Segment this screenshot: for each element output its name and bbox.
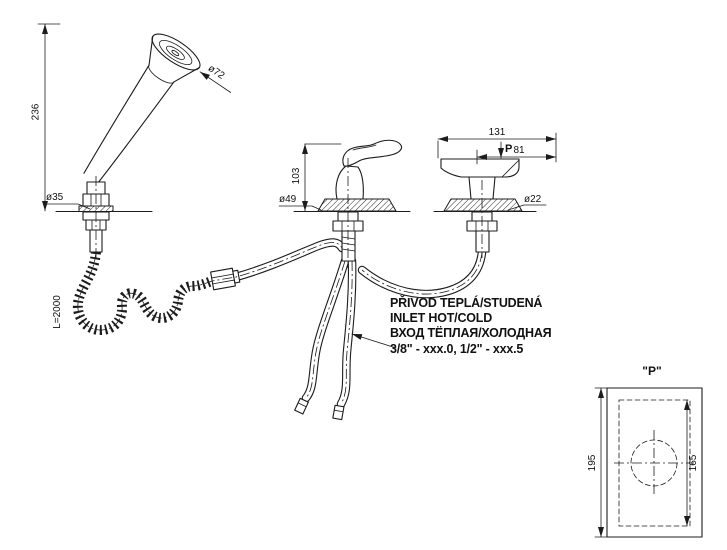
dim-spout-base-diameter: ø22: [507, 194, 547, 211]
spout-base-diameter-label: ø22: [524, 194, 542, 205]
inlet-note-line4: 3/8" - xxx.0, 1/2" - xxx.5: [390, 342, 523, 356]
p-view: "P" 195 165: [587, 364, 703, 538]
dim-shower-height: 236: [31, 23, 61, 212]
hand-shower: ø72: [78, 33, 232, 258]
view-direction-p: P: [498, 141, 512, 159]
dim-spout-reach: 81: [476, 145, 557, 165]
corrugated-hose: [72, 251, 214, 335]
p-view-inner-height-label: 165: [688, 454, 699, 471]
inlet-note-line1: PŘIVOD TEPLÁ/STUDENÁ: [390, 295, 542, 310]
spout-body: [440, 158, 520, 178]
dim-mixer-height: 103: [291, 143, 342, 212]
mixer-height-label: 103: [291, 167, 302, 184]
shower-handle-left-edge: [83, 64, 150, 174]
dim-p-view-outer-height: 195: [587, 387, 608, 538]
spout-hose-centerline: [361, 251, 483, 295]
view-direction-label: P: [505, 143, 512, 155]
mixer-escutcheon: [317, 198, 397, 212]
mixer-body-dome: [335, 165, 364, 200]
shower-height-label: 236: [31, 103, 42, 120]
shower-hose: [72, 238, 347, 335]
spout-reach-label: 81: [513, 145, 525, 156]
shower-handle-right-edge: [97, 81, 175, 184]
hose-centerline: [77, 242, 343, 331]
inlet-note: PŘIVOD TEPLÁ/STUDENÁ INLET HOT/COLD ВХОД…: [351, 295, 552, 356]
spout-hose: [357, 247, 487, 299]
spout: [440, 158, 523, 258]
dim-p-view-inner-height: 165: [684, 399, 699, 527]
mixer-base-diameter-label: ø49: [279, 194, 297, 205]
hose-length-label: L=2000: [52, 295, 63, 329]
inlet-hose-end-right: [332, 404, 345, 421]
note-leader-arrow: [351, 333, 397, 349]
mixer-shank: [341, 230, 356, 262]
dim-shower-base-diameter: ø35: [45, 192, 91, 210]
inlet-hose-left-centerline: [305, 260, 346, 399]
inlet-note-line3: ВХОД ТЁПЛАЯ/ХОЛОДНАЯ: [390, 325, 552, 340]
spout-escutcheon: [443, 198, 523, 212]
inlet-hose-end-left: [294, 397, 309, 415]
inlet-note-line2: INLET HOT/COLD: [390, 311, 492, 325]
mixer-lever: [342, 139, 403, 167]
dim-shower-head-diameter: ø72: [199, 63, 232, 93]
label-hose-length: L=2000: [52, 295, 63, 329]
inlet-hose-right-centerline: [340, 260, 353, 405]
p-view-outer-rect: [606, 387, 703, 538]
dim-mixer-base-diameter: ø49: [278, 194, 322, 211]
shower-head-diameter-label: ø72: [206, 63, 227, 82]
spout-shank: [475, 230, 490, 253]
shower-mount-base: [78, 176, 114, 258]
shower-base-diameter-label: ø35: [46, 192, 64, 203]
inlet-hoses: [294, 256, 357, 421]
mixer: [317, 139, 403, 268]
dimensions: 236 ø35 L=2000 103 ø49 131 81: [31, 23, 557, 329]
p-view-outer-height-label: 195: [587, 454, 598, 471]
p-view-title: "P": [642, 364, 661, 378]
spout-length-label: 131: [489, 127, 506, 138]
